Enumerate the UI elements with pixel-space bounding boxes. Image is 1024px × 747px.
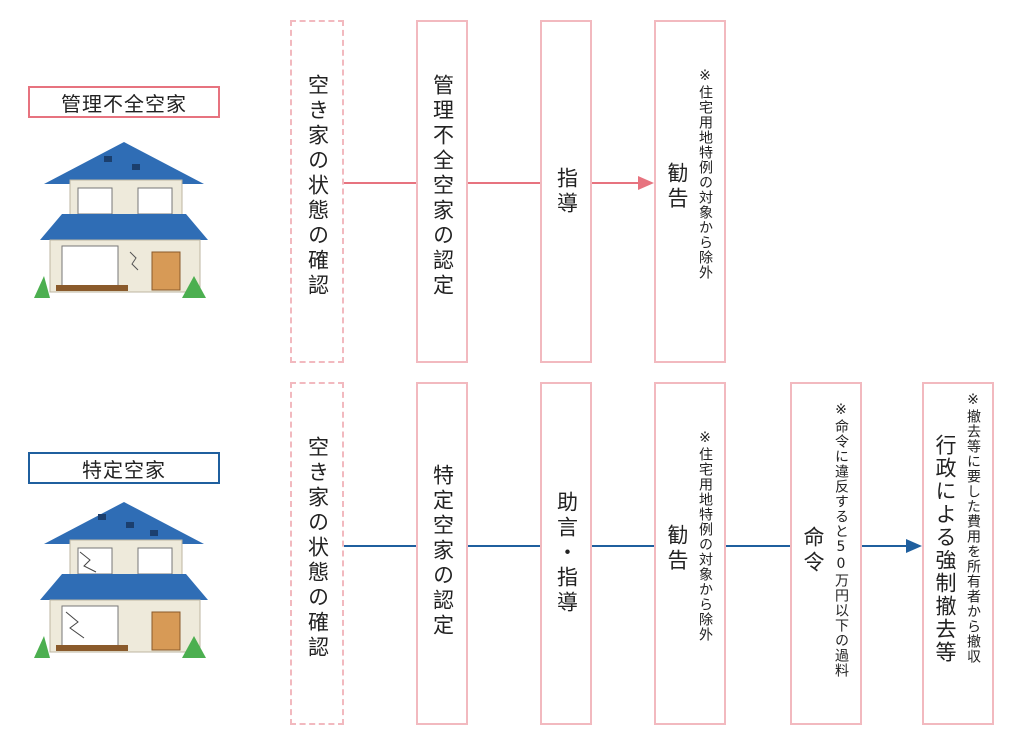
row2-enforcement-title: 行政による強制撤去等	[933, 434, 958, 664]
row2-step-advice-text: 助言・指導	[554, 491, 579, 616]
row1-label: 管理不全空家	[28, 86, 220, 118]
row1-recommendation-note: ※住宅用地特例の対象から除外	[696, 68, 713, 280]
row2-step-enforcement: ※撤去等に要した費用を所有者から撤収 行政による強制撤去等	[922, 382, 994, 725]
row2-step-order: ※命令に違反すると50万円以下の過料 命令	[790, 382, 862, 725]
row2-step-designation: 特定空家の認定	[416, 382, 468, 725]
row2-label: 特定空家	[28, 452, 220, 484]
row1-recommendation-title: 勧告	[665, 162, 690, 212]
row2-step-recommendation: ※住宅用地特例の対象から除外 勧告	[654, 382, 726, 725]
row2-order-title: 命令	[801, 526, 826, 576]
row2-recommendation-note: ※住宅用地特例の対象から除外	[696, 430, 713, 642]
row1-step-check: 空き家の状態の確認	[290, 20, 344, 363]
row1-arrowhead	[638, 176, 654, 190]
row1-step-designation-text: 管理不全空家の認定	[430, 74, 455, 299]
row2-recommendation-title: 勧告	[665, 524, 690, 574]
severely-damaged-house-illustration	[34, 502, 208, 658]
row2-step-check: 空き家の状態の確認	[290, 382, 344, 725]
row2-step-designation-text: 特定空家の認定	[430, 464, 455, 639]
row2-order-note: ※命令に違反すると50万円以下の過料	[832, 402, 849, 678]
row1-step-designation: 管理不全空家の認定	[416, 20, 468, 363]
row1-step-check-text: 空き家の状態の確認	[305, 74, 330, 299]
row1-step-recommendation: ※住宅用地特例の対象から除外 勧告	[654, 20, 726, 363]
row2-arrowhead	[906, 539, 922, 553]
row2-step-check-text: 空き家の状態の確認	[305, 436, 330, 661]
row2-enforcement-note: ※撤去等に要した費用を所有者から撤収	[964, 392, 981, 664]
row2-step-advice: 助言・指導	[540, 382, 592, 725]
row1-step-guidance: 指導	[540, 20, 592, 363]
damaged-house-illustration	[34, 142, 208, 298]
row1-step-guidance-text: 指導	[554, 166, 579, 217]
